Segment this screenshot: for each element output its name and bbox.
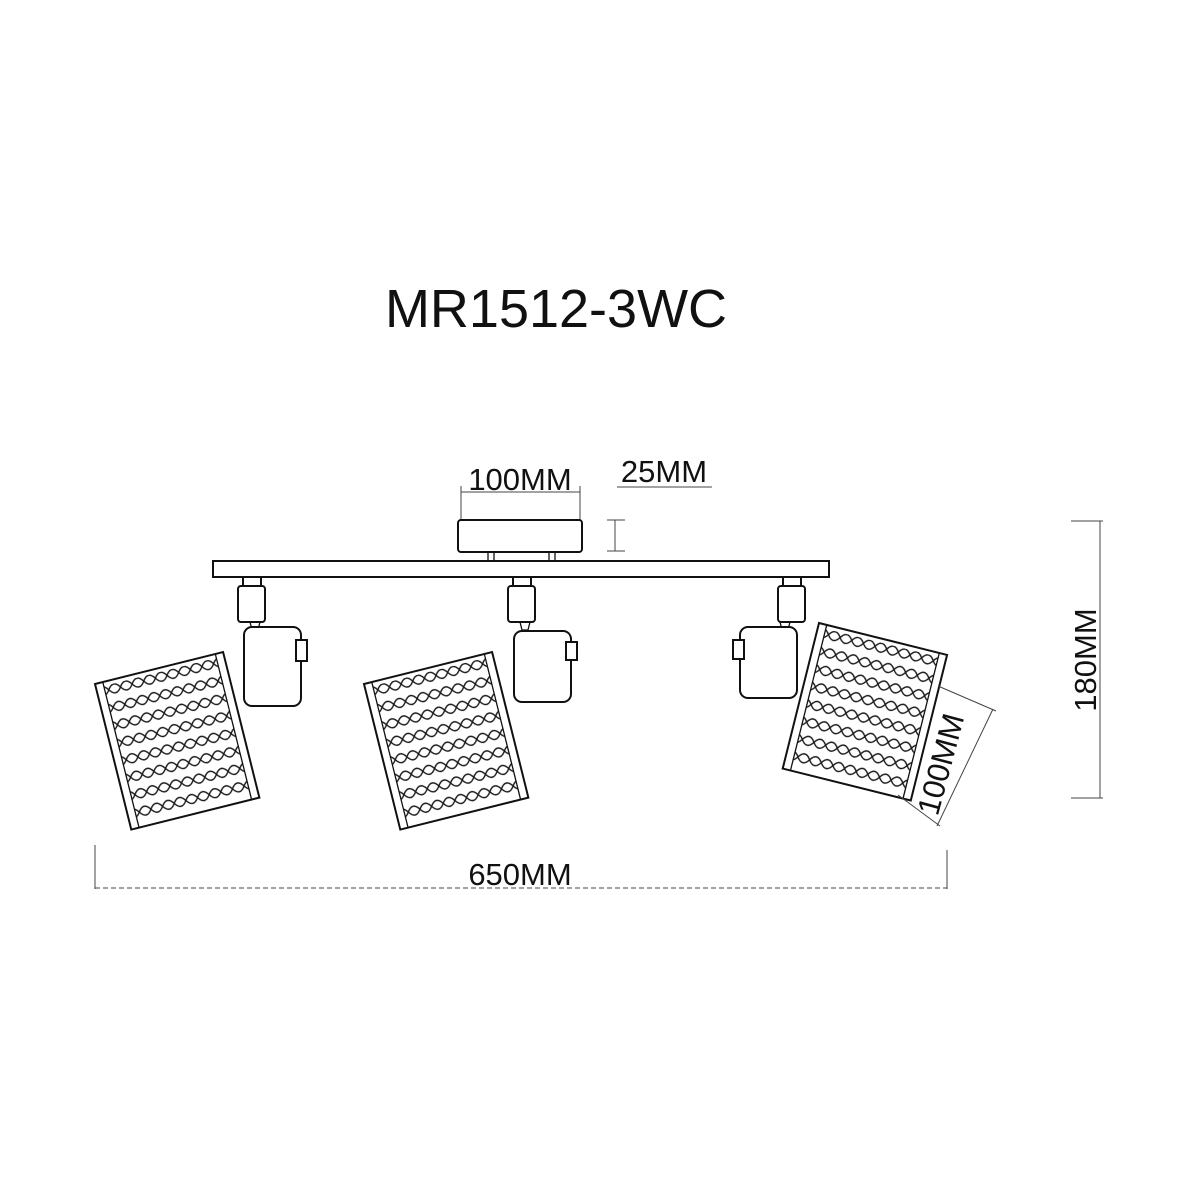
spotlight-right bbox=[732, 576, 949, 802]
overall-width-dimension: 650MM bbox=[94, 845, 948, 892]
mounting-bar bbox=[212, 560, 830, 578]
canopy-height-label: 25MM bbox=[621, 454, 707, 489]
overall-height-dimension: 180MM bbox=[1068, 520, 1103, 799]
canopy bbox=[457, 519, 583, 563]
model-title: MR1512-3WC bbox=[385, 279, 727, 339]
overall-width-label: 650MM bbox=[468, 857, 571, 892]
canopy-width-label: 100MM bbox=[468, 462, 571, 497]
canopy-height-dimension: 25MM bbox=[607, 454, 712, 552]
spotlight-left bbox=[93, 576, 308, 831]
canopy-width-dimension: 100MM bbox=[460, 462, 581, 520]
spotlight-center bbox=[362, 576, 578, 831]
overall-height-label: 180MM bbox=[1068, 608, 1103, 711]
